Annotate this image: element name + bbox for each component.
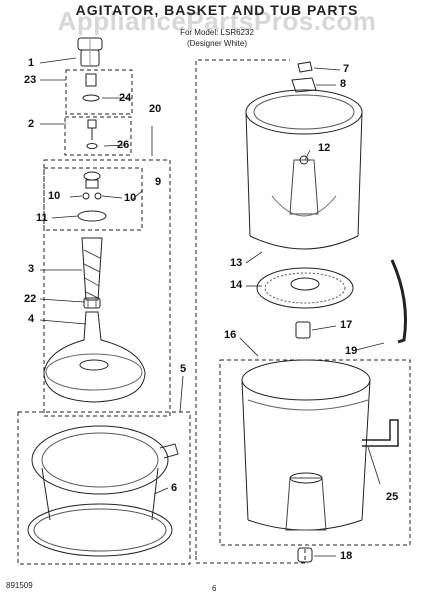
callout-8: 8 bbox=[340, 78, 347, 90]
group-box-9 bbox=[43, 167, 143, 231]
agitator-cap-part bbox=[77, 37, 103, 67]
callout-10-left: 10 bbox=[48, 190, 61, 202]
callout-25: 25 bbox=[386, 491, 399, 503]
callout-16: 16 bbox=[224, 329, 237, 341]
callout-24: 24 bbox=[119, 92, 132, 104]
doc-number: 891509 bbox=[6, 581, 33, 590]
basket-drive-nut-part bbox=[291, 61, 317, 93]
model-subtitle: For Model: LSR6232 bbox=[180, 28, 254, 37]
callout-13: 13 bbox=[230, 257, 243, 269]
leader-lines bbox=[39, 57, 385, 557]
callout-17: 17 bbox=[340, 319, 353, 331]
drain-hose-part bbox=[390, 259, 407, 344]
callout-5: 5 bbox=[180, 363, 187, 375]
callout-4: 4 bbox=[28, 313, 35, 325]
group-box-5 bbox=[17, 411, 191, 565]
auger-part bbox=[81, 237, 103, 301]
callout-3: 3 bbox=[28, 263, 35, 275]
tub-ring-part bbox=[27, 503, 173, 557]
callout-1: 1 bbox=[28, 57, 35, 69]
page-number: 6 bbox=[212, 584, 217, 593]
agitator-base-part bbox=[43, 311, 146, 403]
watermark: AppliancePartsPros.com bbox=[57, 6, 377, 36]
outer-tub-part bbox=[241, 359, 371, 531]
callout-7: 7 bbox=[343, 63, 350, 75]
group-box-16 bbox=[219, 359, 411, 546]
group-box-20 bbox=[43, 159, 171, 417]
brake-drive-plate-part bbox=[256, 267, 354, 309]
group-box-2-26 bbox=[64, 116, 132, 156]
color-subtitle: (Designer White) bbox=[186, 39, 247, 48]
drain-nut-part bbox=[297, 547, 313, 563]
balance-ring-part bbox=[31, 425, 179, 521]
callout-14: 14 bbox=[230, 279, 243, 291]
callout-2: 2 bbox=[28, 118, 35, 130]
connector-bottom bbox=[195, 548, 306, 564]
callout-23: 23 bbox=[24, 74, 37, 86]
group-box-23-24 bbox=[65, 69, 133, 115]
callout-11: 11 bbox=[36, 212, 48, 224]
dog-assembly-parts bbox=[77, 171, 107, 222]
callout-19: 19 bbox=[345, 345, 358, 357]
callout-10-right: 10 bbox=[124, 192, 137, 204]
callout-20: 20 bbox=[149, 103, 162, 115]
callout-12: 12 bbox=[318, 142, 331, 154]
bolt-and-washer-part bbox=[86, 119, 98, 149]
callout-6: 6 bbox=[171, 482, 178, 494]
connector-left-to-basket bbox=[195, 59, 290, 555]
callout-9: 9 bbox=[155, 176, 162, 188]
wash-basket-part bbox=[245, 89, 363, 250]
spin-tube-nut-part bbox=[295, 321, 311, 339]
cam-and-seal-part bbox=[82, 73, 100, 102]
spline-insert-part bbox=[83, 297, 101, 309]
tub-pipe-part bbox=[362, 419, 399, 447]
callout-22: 22 bbox=[24, 293, 37, 305]
dashed-group-boxes bbox=[17, 59, 411, 565]
callout-26: 26 bbox=[117, 139, 130, 151]
callout-18: 18 bbox=[340, 550, 353, 562]
page-title: AGITATOR, BASKET AND TUB PARTS bbox=[75, 2, 359, 18]
